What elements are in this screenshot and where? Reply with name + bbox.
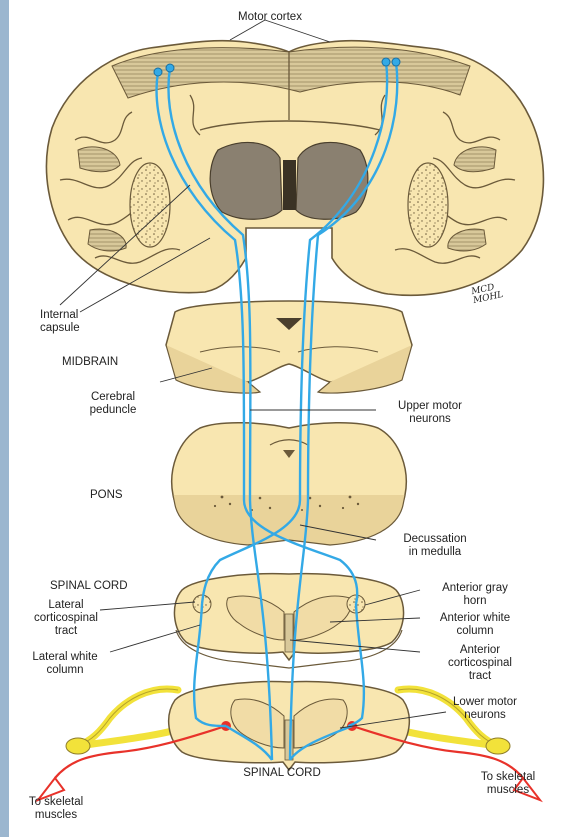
midbrain-section — [166, 301, 412, 393]
label-lateral-white-column: Lateral white column — [10, 651, 120, 677]
label-lateral-corticospinal-tract: Lateral corticospinal tract — [16, 599, 116, 638]
right-basal-ganglia — [408, 163, 448, 247]
third-ventricle — [283, 160, 296, 210]
label-anterior-corticospinal-tract: Anterior corticospinal tract — [415, 644, 545, 683]
brain-coronal-section — [46, 41, 543, 296]
label-to-skeletal-muscles-left: To skeletal muscles — [6, 796, 106, 822]
label-anterior-gray-horn: Anterior gray horn — [415, 582, 535, 608]
label-midbrain: MIDBRAIN — [62, 356, 142, 369]
label-pons: PONS — [90, 489, 150, 502]
left-border-strip — [0, 0, 9, 837]
label-anterior-white-column: Anterior white column — [415, 612, 535, 638]
left-thalamus — [210, 142, 282, 219]
label-decussation: Decussation in medulla — [380, 533, 490, 559]
label-internal-capsule: Internal capsule — [40, 309, 110, 335]
label-upper-motor-neurons: Upper motor neurons — [375, 400, 485, 426]
label-lower-motor-neurons: Lower motor neurons — [430, 696, 540, 722]
label-to-skeletal-muscles-right: To skeletal muscles — [458, 771, 558, 797]
label-cerebral-peduncle: Cerebral peduncle — [68, 391, 158, 417]
label-motor-cortex: Motor cortex — [215, 11, 325, 24]
label-spinal-cord-top: SPINAL CORD — [50, 580, 160, 593]
pons-section — [172, 423, 407, 545]
upper-spinal-cord-section — [174, 574, 403, 668]
label-spinal-cord-bottom: SPINAL CORD — [222, 767, 342, 780]
right-thalamus — [296, 142, 368, 219]
